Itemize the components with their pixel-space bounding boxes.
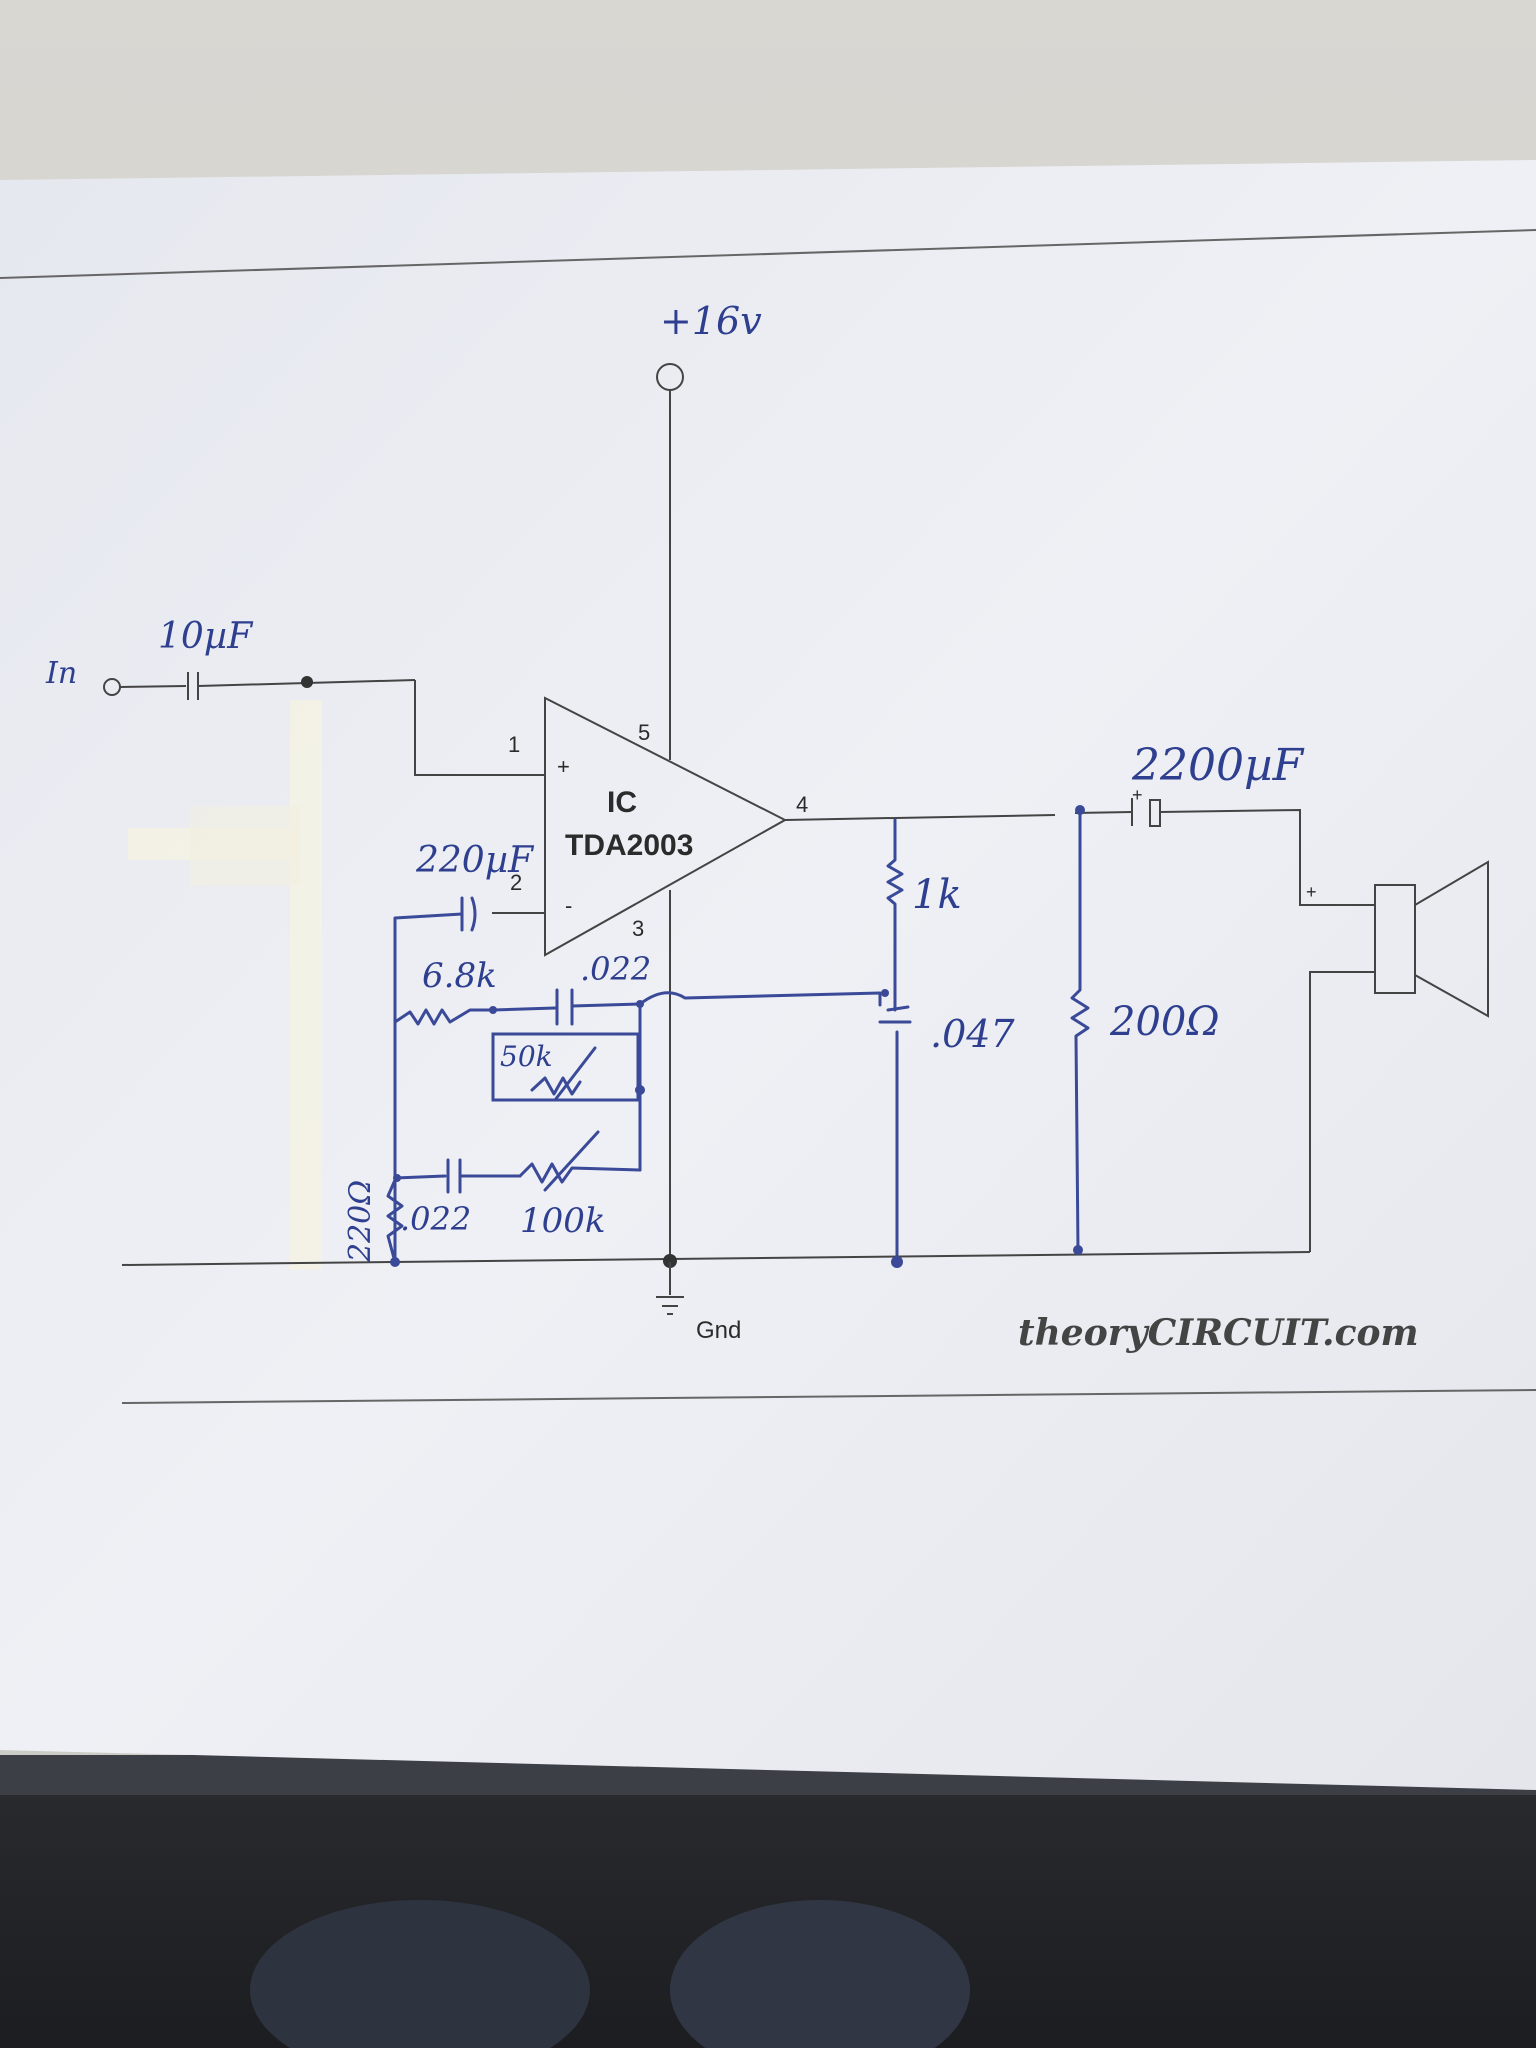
ic-title: IC <box>607 786 637 819</box>
speaker-plus-wire <box>1159 808 1375 906</box>
fb-bottom-wire <box>393 1174 447 1180</box>
fb-wire-a <box>491 1006 557 1012</box>
input-label: In <box>45 656 77 691</box>
c022-bot-label: .022 <box>400 1200 471 1238</box>
input-node <box>301 676 313 688</box>
ground-rail <box>121 1251 1311 1266</box>
ic-minus-sign: - <box>565 893 572 918</box>
resistor-200-label: 200Ω <box>1109 999 1220 1045</box>
c047-label: .047 <box>930 1012 1015 1056</box>
ground-node <box>663 1254 677 1268</box>
output-cap-plate-b <box>1149 799 1161 827</box>
pot50k-label: 50k <box>500 1040 553 1073</box>
pot50k-box <box>491 1032 640 1102</box>
supply-label: +16v <box>660 299 762 343</box>
ic-pin3-label: 3 <box>632 916 644 941</box>
speaker-plus-sign: + <box>1306 882 1317 902</box>
ic-pin2-label: 2 <box>510 870 522 895</box>
c047-plate-a <box>886 1005 910 1012</box>
pot50k-arrow <box>553 1046 597 1102</box>
resistor-6k8-label: 6.8k <box>422 956 497 996</box>
output-cap-label: 2200µF <box>1131 740 1305 791</box>
pot50k-icon <box>530 1076 582 1096</box>
input-cap-label: 10µF <box>158 616 254 657</box>
input-wire <box>119 685 187 688</box>
ic-pin5-label: 5 <box>638 720 650 745</box>
output-wire <box>784 814 1056 821</box>
ic-pin1-label: 1 <box>508 732 520 757</box>
resistor-200 <box>1070 808 1090 1252</box>
ic-part: TDA2003 <box>565 829 693 862</box>
fb-node-d <box>635 1085 645 1095</box>
paper-sheet <box>0 160 1536 1790</box>
watermark: theoryCIRCUIT.com <box>1018 1312 1419 1354</box>
cap220-plate-b <box>470 896 477 932</box>
pot100k-arrow <box>543 1130 600 1192</box>
shoe-right <box>670 1900 970 2048</box>
resistor-1k-label: 1k <box>912 872 962 918</box>
ic-pin4-label: 4 <box>796 792 808 817</box>
fb-node-c <box>881 989 889 997</box>
border-bottom <box>121 1389 1536 1404</box>
ground-label: Gnd <box>696 1317 741 1344</box>
speaker-return-wire <box>1309 971 1375 1252</box>
fb-node-f <box>390 1257 400 1267</box>
fb-left-rail <box>393 912 464 1264</box>
shoe-left <box>250 1900 590 2048</box>
ic-plus-sign: + <box>557 754 570 779</box>
fb-feedback-wire <box>638 991 882 1007</box>
ground-node-r200 <box>1073 1245 1083 1255</box>
ic-triangle <box>544 696 788 957</box>
border-top <box>0 229 1536 279</box>
speaker-cone-icon <box>1414 860 1489 1018</box>
tape-vertical <box>290 700 322 1270</box>
resistor-6k8 <box>393 1008 494 1026</box>
fb-wire-b <box>570 1002 642 1008</box>
pot100k-icon <box>518 1162 642 1184</box>
resistor-220 <box>386 1178 404 1264</box>
output-wire-2 <box>1074 811 1133 814</box>
ground-node-c047 <box>891 1256 903 1268</box>
pot100k-label: 100k <box>520 1201 606 1241</box>
c022-top-label: .022 <box>580 950 651 988</box>
resistor-1k <box>886 818 904 992</box>
pin1-wire <box>414 680 545 776</box>
tape-patch <box>190 806 300 886</box>
output-cap-plus: + <box>1132 785 1143 805</box>
resistor-200-node <box>1075 805 1085 815</box>
cap220-label: 220µF <box>415 840 535 881</box>
resistor-220-label: 220Ω <box>343 1180 378 1263</box>
